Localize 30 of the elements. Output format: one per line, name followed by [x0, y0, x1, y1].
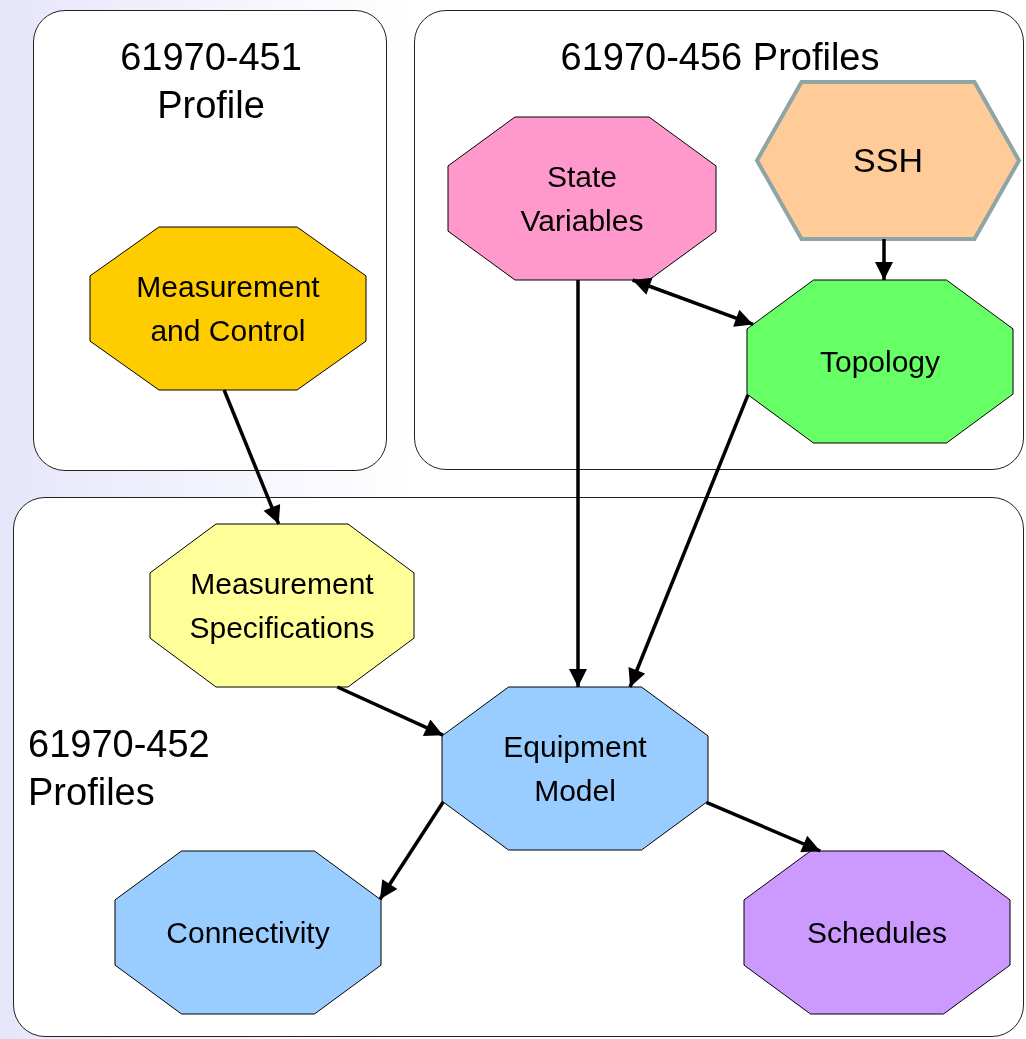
group-panel: [33, 10, 387, 471]
node-label: Measurement and Control: [135, 269, 321, 349]
arrow: [336, 685, 444, 737]
arrow: [631, 277, 754, 327]
node-label: SSH: [853, 139, 923, 181]
group-panel: [13, 497, 1024, 1037]
arrow: [569, 280, 587, 687]
arrow: [705, 800, 821, 853]
node-label: Connectivity: [166, 914, 330, 951]
group-title: 61970-452 Profiles: [28, 722, 211, 816]
hexagon-node: [757, 82, 1019, 239]
group-title: 61970-451 Profile: [119, 35, 303, 129]
octagon-node: [115, 851, 381, 1014]
node-label: Topology: [819, 343, 941, 380]
node-label: Equipment Model: [502, 729, 648, 809]
arrow: [222, 389, 281, 525]
octagon-node: [747, 280, 1013, 443]
node-label: State Variables: [519, 159, 645, 239]
arrow: [628, 394, 750, 688]
group-title: 61970-456 Profiles: [559, 35, 881, 80]
octagon-node: [448, 117, 716, 280]
arrow: [875, 239, 893, 280]
group-panel: [414, 10, 1024, 470]
node-label: Measurement Specifications: [188, 566, 376, 646]
octagon-node: [150, 524, 414, 687]
octagon-node: [442, 687, 708, 850]
node-label: Schedules: [806, 914, 948, 951]
octagon-node: [90, 227, 366, 390]
arrow: [378, 801, 445, 901]
octagon-node: [744, 851, 1010, 1014]
